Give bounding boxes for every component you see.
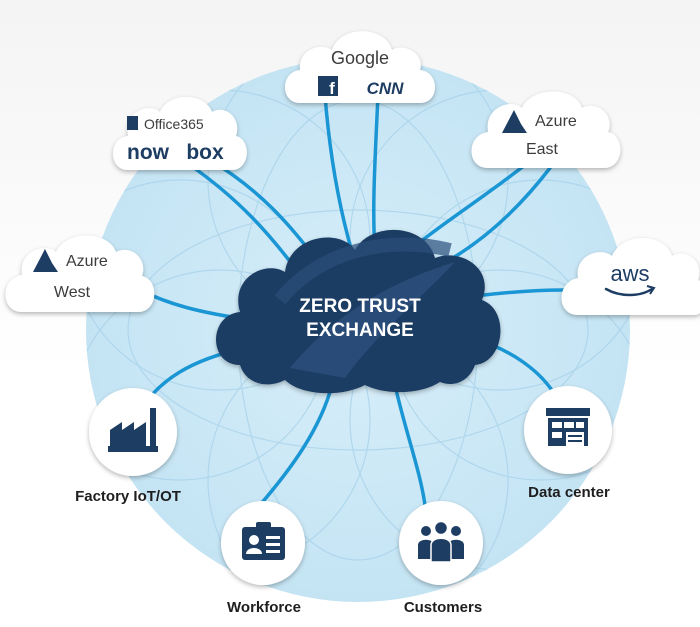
azure-west-brand: Azure xyxy=(66,253,108,270)
cloud-azure-east[interactable]: Azure East xyxy=(471,91,621,169)
azure-icon xyxy=(502,110,527,133)
zero-trust-exchange-cloud[interactable]: ZERO TRUST EXCHANGE xyxy=(216,229,501,394)
facebook-icon xyxy=(318,76,338,96)
node-factory[interactable] xyxy=(89,388,177,476)
aws-smile-icon xyxy=(604,287,654,297)
office365-label: Office365 xyxy=(144,116,204,132)
box-label: box xyxy=(186,141,224,164)
office365-icon xyxy=(127,116,138,130)
azure-icon xyxy=(33,249,58,272)
facebook-glyph: f xyxy=(329,79,335,98)
azure-west-region: West xyxy=(54,284,91,301)
building-icon xyxy=(546,408,590,446)
servicenow-label: now xyxy=(127,141,170,164)
factory-label: Factory IoT/OT xyxy=(75,488,181,505)
id-badge-icon xyxy=(242,522,285,560)
customers-label: Customers xyxy=(404,599,482,616)
factory-icon xyxy=(108,408,158,452)
center-title-line2: EXCHANGE xyxy=(306,320,414,341)
node-customers[interactable] xyxy=(399,501,483,585)
people-group-icon xyxy=(418,520,464,563)
azure-east-region: East xyxy=(526,141,559,158)
zscaler-swoosh-arc xyxy=(274,237,452,305)
cloud-google[interactable]: Google f CNN xyxy=(285,31,435,103)
node-workforce[interactable] xyxy=(221,501,305,585)
zscaler-swoosh xyxy=(290,262,455,378)
aws-label: aws xyxy=(610,261,649,286)
google-label: Google xyxy=(331,48,389,68)
cloud-azure-west[interactable]: Azure West xyxy=(5,235,155,313)
cnn-label: CNN xyxy=(367,79,405,98)
node-datacenter[interactable] xyxy=(524,386,612,474)
cloud-aws[interactable]: aws xyxy=(561,238,700,315)
center-title-line1: ZERO TRUST xyxy=(299,296,421,317)
aws-arrow-tip xyxy=(646,285,656,295)
cloud-office365[interactable]: Office365 now box xyxy=(113,97,247,170)
workforce-label: Workforce xyxy=(227,599,301,616)
datacenter-label: Data center xyxy=(528,484,610,501)
azure-east-brand: Azure xyxy=(535,113,577,130)
